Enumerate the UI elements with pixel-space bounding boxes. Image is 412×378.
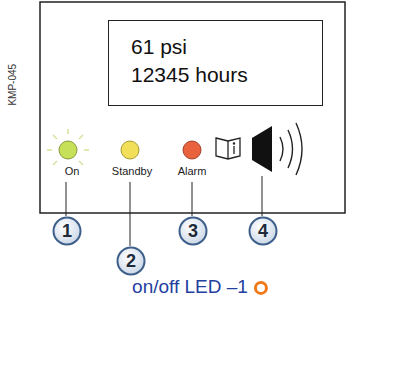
callout-circle (250, 218, 277, 245)
callout-circle (118, 248, 145, 275)
bullet-ring (255, 282, 266, 293)
callout-number: 3 (178, 216, 208, 246)
speaker-icon (252, 126, 272, 172)
callout-number: 4 (258, 222, 268, 240)
display-reading: 12345 hours (131, 61, 312, 89)
callout-number: 3 (188, 222, 198, 240)
lcd-display: 61 psi12345 hours (108, 20, 323, 106)
callout-number: 4 (248, 216, 278, 246)
callout-number: 2 (126, 252, 136, 270)
callout-number: 1 (52, 216, 82, 246)
callout-circle (54, 218, 81, 245)
callout-number: 1 (62, 222, 72, 240)
green-led (59, 141, 77, 159)
led-label: Alarm (177, 165, 208, 178)
caption-note: on/off LED –1 (131, 276, 249, 298)
leader-lines (66, 176, 262, 246)
display-reading: 61 psi (131, 33, 312, 61)
yellow-led (121, 141, 139, 159)
manual-icon (216, 138, 240, 159)
part-code: KMP-045 (7, 63, 19, 107)
sound-waves (280, 123, 302, 175)
callout-number: 2 (116, 246, 146, 276)
callout-circle (180, 218, 207, 245)
housing (40, 2, 345, 213)
led-label: Standby (111, 165, 153, 178)
led-label: On (64, 165, 81, 178)
red-led (183, 141, 201, 159)
